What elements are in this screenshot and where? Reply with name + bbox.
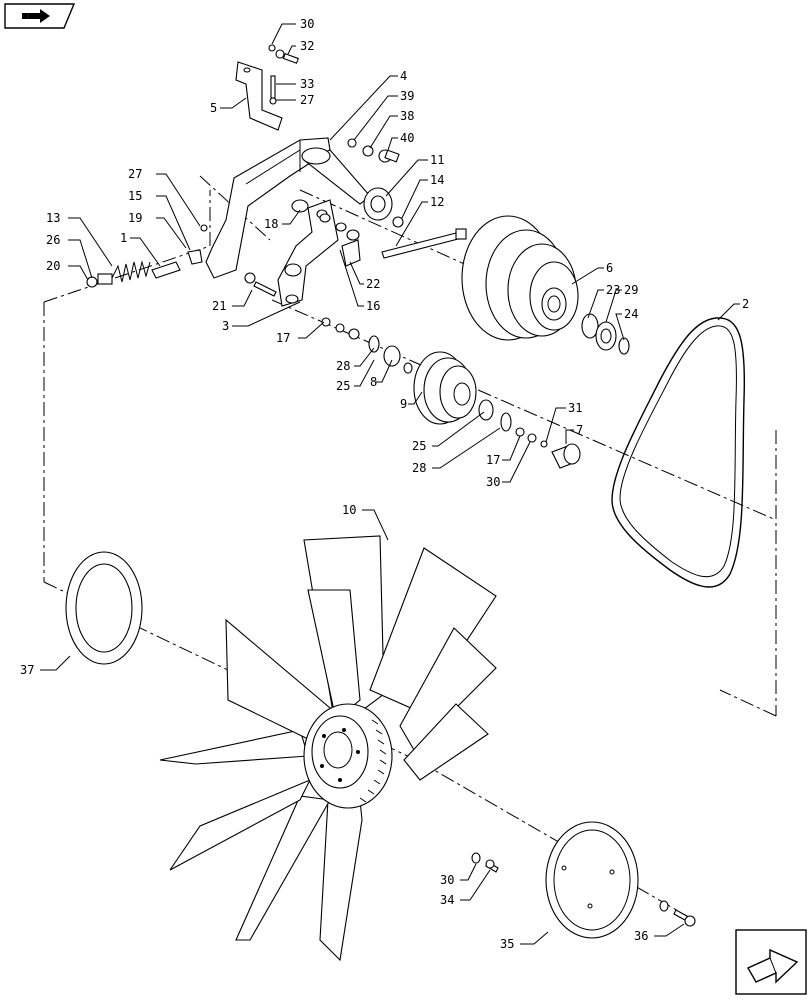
callout-29: 29: [624, 283, 638, 297]
callout-2: 2: [742, 297, 749, 311]
idler-pulley-9: [413, 351, 477, 425]
callout-13: 13: [46, 211, 60, 225]
callout-15: 15: [128, 189, 142, 203]
back-arrow-icon[interactable]: [4, 3, 76, 29]
callout-36: 36: [634, 929, 648, 943]
callout-39: 39: [400, 89, 414, 103]
bolt-32: [275, 49, 299, 64]
callout-20: 20: [46, 259, 60, 273]
callout-12: 12: [430, 195, 444, 209]
support-bracket-4: [205, 137, 331, 279]
callout-10: 10: [342, 503, 356, 517]
callout-22: 22: [366, 277, 380, 291]
callout-21: 21: [212, 299, 226, 313]
belt-2: [611, 317, 746, 588]
callout-1: 1: [120, 231, 127, 245]
callout-30: 30: [486, 475, 500, 489]
callout-30: 30: [440, 873, 454, 887]
callout-19: 19: [128, 211, 142, 225]
fan-10: [159, 535, 497, 962]
callout-24: 24: [624, 307, 638, 321]
callout-14: 14: [430, 173, 444, 187]
rod-12: [381, 231, 463, 259]
spring-13: [86, 260, 151, 288]
callout-32: 32: [300, 39, 314, 53]
callout-17: 17: [486, 453, 500, 467]
callout-6: 6: [606, 261, 613, 275]
callout-33: 33: [300, 77, 314, 91]
callout-27: 27: [300, 93, 314, 107]
callout-3: 3: [222, 319, 229, 333]
pulley-6: [461, 215, 579, 341]
callout-27: 27: [128, 167, 142, 181]
callout-11: 11: [430, 153, 444, 167]
callout-28: 28: [412, 461, 426, 475]
callout-30: 30: [300, 17, 314, 31]
callout-38: 38: [400, 109, 414, 123]
callout-7: 7: [576, 423, 583, 437]
callout-34: 34: [440, 893, 454, 907]
callout-5: 5: [210, 101, 217, 115]
callout-23: 23: [606, 283, 620, 297]
plate-35: [545, 821, 639, 939]
callout-16: 16: [366, 299, 380, 313]
callout-35: 35: [500, 937, 514, 951]
callout-25: 25: [336, 379, 350, 393]
callout-28: 28: [336, 359, 350, 373]
bracket-5: [235, 61, 283, 131]
callout-17: 17: [276, 331, 290, 345]
callout-9: 9: [400, 397, 407, 411]
callout-31: 31: [568, 401, 582, 415]
next-page-icon[interactable]: [735, 929, 807, 995]
callout-8: 8: [370, 375, 377, 389]
callout-25: 25: [412, 439, 426, 453]
callout-4: 4: [400, 69, 407, 83]
ring-37: [65, 551, 143, 665]
callout-40: 40: [400, 131, 414, 145]
callout-37: 37: [20, 663, 34, 677]
callout-26: 26: [46, 233, 60, 247]
callout-18: 18: [264, 217, 278, 231]
